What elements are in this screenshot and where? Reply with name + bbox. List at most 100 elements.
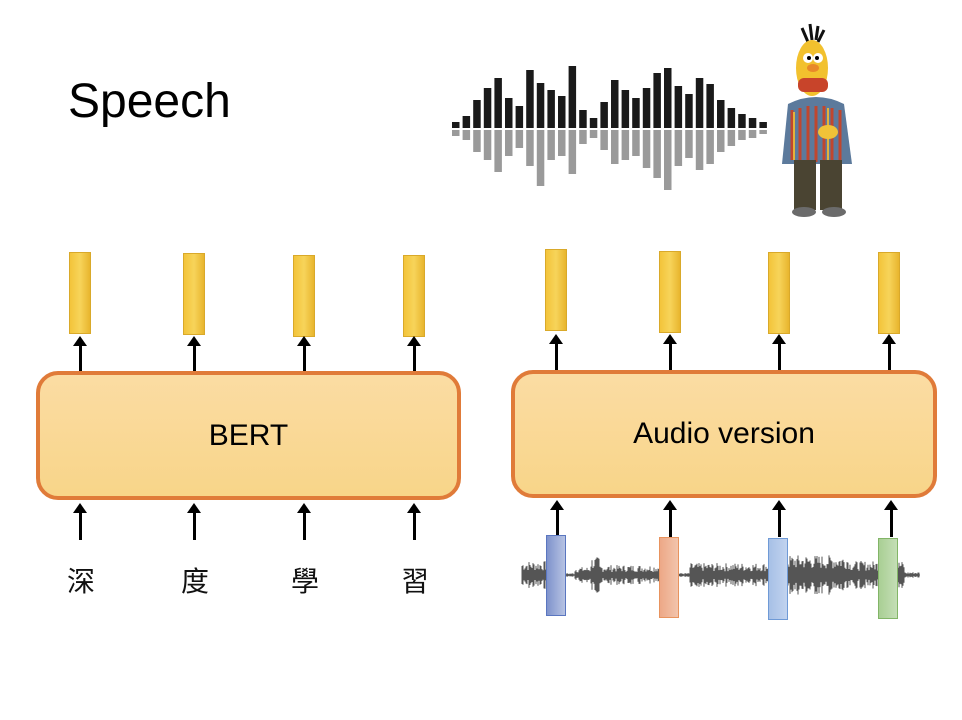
sound-bar-bottom [621,130,630,160]
sound-bar-bottom [759,130,767,134]
sound-bar-top [494,78,502,128]
output-vector [545,249,567,331]
sound-bar-bottom [717,130,725,152]
sound-bar-bottom [526,130,534,166]
speech-waveform [521,555,920,595]
sound-bar-bottom [632,130,640,156]
sound-bar-bottom [600,130,608,150]
arrow-up-icon [882,334,896,371]
audio-segment [768,538,788,620]
sound-bar-bottom [536,130,545,186]
sound-bar-bottom [695,130,704,170]
sound-bar-top [664,68,672,128]
sound-bar-top [483,88,492,128]
sound-bar-bottom [494,130,502,172]
arrow-up-icon [550,500,564,535]
sound-bar-bottom [611,130,619,164]
sound-bar-top [717,100,725,128]
sound-bar-top [611,80,619,128]
sound-bar-bottom [462,130,471,140]
sound-bar-top [759,122,767,128]
arrow-up-icon [297,503,311,540]
sound-bar-bottom [473,130,481,152]
sound-bar-top [568,66,577,128]
sound-bar-bottom [674,130,683,166]
input-token: 學 [290,565,319,598]
arrow-up-icon [187,336,201,373]
arrow-up-icon [73,336,87,373]
arrow-up-icon [884,500,898,537]
audio-segment [878,538,898,619]
sound-bar-bottom [748,130,757,138]
sound-bar-bottom [568,130,577,174]
bert-label: BERT [208,418,289,452]
sound-bar-bottom [738,130,746,140]
sound-bar-top [505,98,513,128]
audio-segment [659,537,679,618]
input-token: 深 [66,565,95,598]
sound-bar-top [685,94,693,128]
sound-bar-bottom [558,130,566,156]
sound-bar-top [536,83,545,128]
sound-bar-top [738,114,746,128]
arrow-up-icon [663,500,677,537]
sound-bar-top [632,98,640,128]
sound-bar-top [706,84,714,128]
sound-bar-bottom [452,130,460,136]
sound-bar-top [621,90,630,128]
audio-version-label: Audio version [633,417,815,450]
output-vector [403,255,425,337]
sound-bar-top [526,70,534,128]
sound-bar-top [473,100,481,128]
arrow-up-icon [187,503,201,540]
sound-bar-top [674,86,683,128]
input-token: 度 [180,565,209,598]
arrow-up-icon [663,334,677,371]
sound-bar-top [462,116,471,128]
sound-bars-icon [452,66,767,190]
sound-bar-top [515,106,524,128]
arrow-up-icon [73,503,87,540]
sound-bar-top [642,88,651,128]
sound-bar-top [653,73,661,128]
arrow-up-icon [772,334,786,371]
sound-bar-top [547,90,555,128]
sound-bar-bottom [706,130,714,164]
sound-bar-bottom [664,130,672,190]
sound-bar-bottom [515,130,524,148]
input-token: 習 [400,565,429,598]
sound-bar-bottom [547,130,555,160]
output-vector [768,252,790,334]
sound-bar-top [579,110,587,128]
sound-bar-bottom [505,130,513,156]
sound-bar-top [748,118,757,128]
sound-bar-bottom [642,130,651,168]
sound-bar-top [589,118,598,128]
sound-bar-bottom [483,130,492,160]
output-vector [293,255,315,337]
sound-bar-bottom [579,130,587,144]
sound-bar-bottom [589,130,598,138]
sound-bar-bottom [653,130,661,178]
sound-bar-bottom [727,130,736,146]
arrow-up-icon [549,334,563,371]
output-vector [659,251,681,333]
sound-bar-top [727,108,736,128]
bert-box: BERT [36,371,461,500]
waveform-path [521,555,920,595]
sound-bar-top [558,96,566,128]
sound-bar-bottom [685,130,693,158]
sound-bar-top [695,78,704,128]
sound-bar-top [600,102,608,128]
bert-character-illustration [782,23,852,217]
arrow-up-icon [297,336,311,373]
slide-title: Speech [68,75,231,128]
sound-bar-top [452,122,460,128]
arrow-up-icon [407,503,421,540]
arrow-up-icon [772,500,786,537]
audio-segment [546,535,566,616]
output-vector [878,252,900,334]
audio-version-box: Audio version [511,370,937,498]
output-vector [183,253,205,335]
